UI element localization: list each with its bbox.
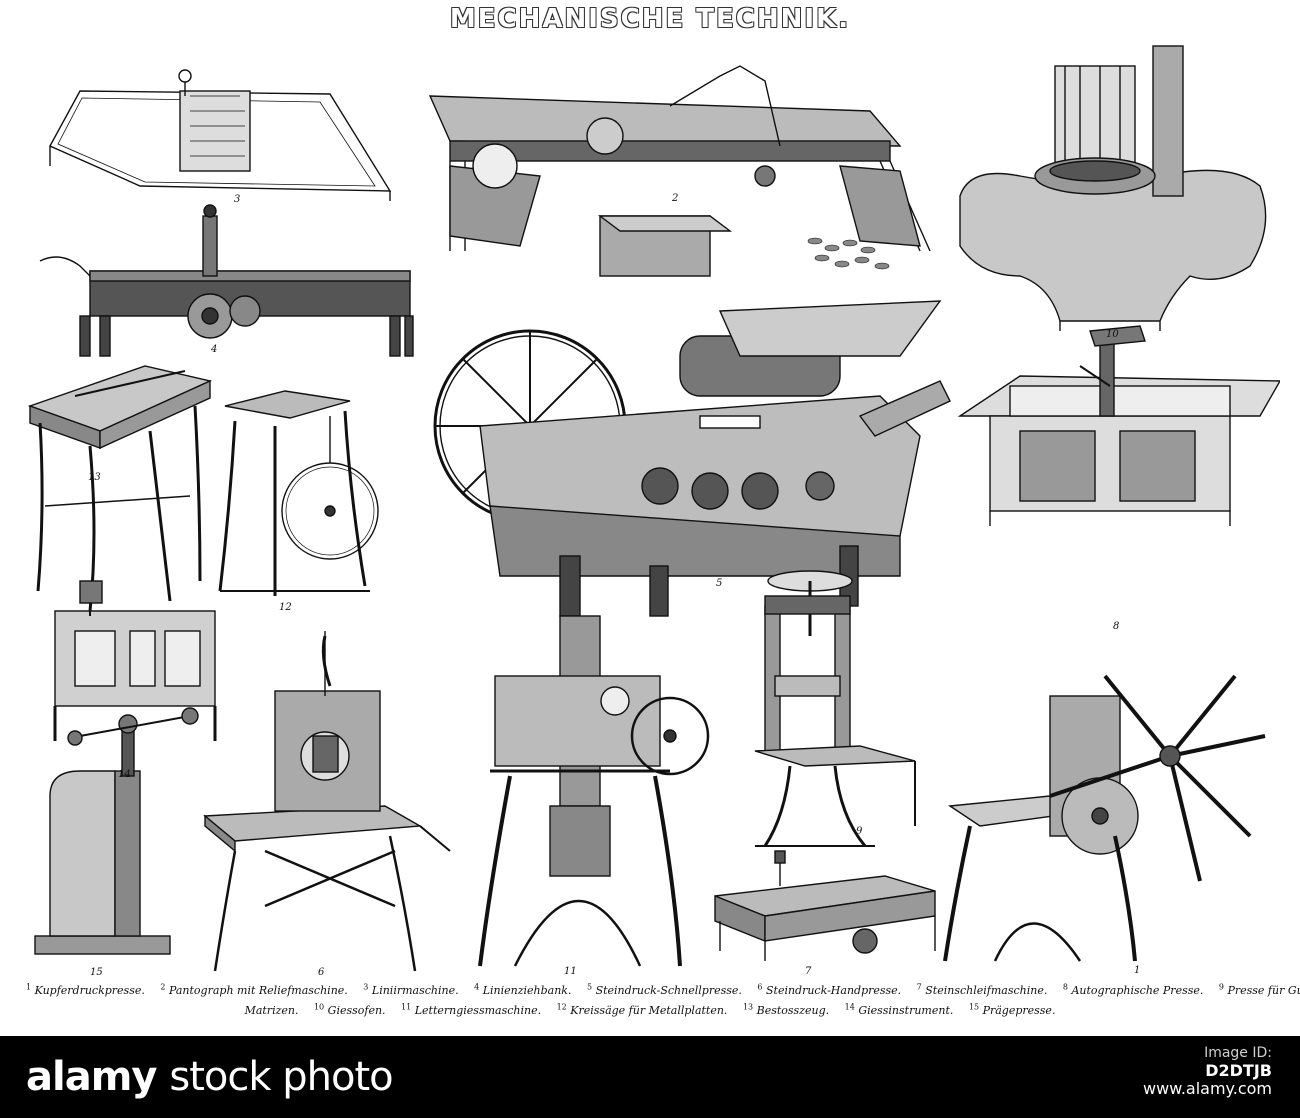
legend-item: 9 Presse für Guttapercha-	[1218, 982, 1300, 997]
legend-text: Pantograph mit Reliefmaschine.	[168, 983, 348, 997]
legend-line-1: 1 Kupferdruckpresse. 2 Pantograph mit Re…	[20, 978, 1300, 999]
legend-line-2: Matrizen. 10 Giessofen. 11 Letterngiessm…	[20, 999, 1280, 1020]
figure-number-4: 4	[211, 344, 218, 355]
figure-number-9: 9	[856, 826, 863, 837]
engraving-plate	[27, 45, 1280, 971]
watermark-banner: alamy stock photo Image ID: D2DTJB www.a…	[0, 1036, 1300, 1118]
fig-11-letterngiessmaschine	[478, 615, 710, 967]
legend-item: 8 Autographische Presse.	[1062, 982, 1204, 997]
legend-number: 6	[757, 982, 763, 991]
figure-legend: 1 Kupferdruckpresse. 2 Pantograph mit Re…	[20, 978, 1300, 1020]
legend-item: 13 Bestosszeug.	[742, 1002, 830, 1018]
legend-number: 9	[1218, 982, 1224, 991]
legend-number: 13	[742, 1002, 754, 1012]
legend-text: Bestosszeug.	[756, 1004, 830, 1018]
legend-item: 12 Kreissäge für Metallplatten.	[556, 1002, 728, 1018]
legend-item: 2 Pantograph mit Reliefmaschine.	[160, 982, 348, 997]
legend-text: Kupferdruckpresse.	[34, 983, 145, 997]
fig-12-kreissaege	[218, 390, 379, 596]
legend-number: 1	[26, 982, 32, 991]
figure-number-15: 15	[90, 967, 103, 978]
legend-number: 15	[968, 1002, 980, 1012]
legend-text: Steindruck-Handpresse.	[765, 983, 902, 997]
legend-item: 1 Kupferdruckpresse.	[26, 982, 145, 997]
legend-number: 8	[1062, 982, 1068, 991]
figure-number-10: 10	[1106, 329, 1119, 340]
plate-title: MECHANISCHE TECHNIK.	[449, 4, 851, 34]
figure-number-8: 8	[1113, 621, 1120, 632]
watermark-logo-secondary: stock photo	[169, 1054, 393, 1100]
fig-4-linienziehbank	[39, 204, 414, 357]
watermark-logo-primary: alamy	[26, 1054, 157, 1100]
fig-2-pantograph	[428, 65, 931, 277]
figure-number-1: 1	[1134, 965, 1141, 976]
legend-number: 7	[916, 982, 922, 991]
watermark-site: www.alamy.com	[1143, 1079, 1272, 1098]
legend-item: 3 Liniirmaschine.	[363, 982, 459, 997]
legend-text: Linienziehbank.	[482, 983, 572, 997]
fig-7-steinschleifmaschine	[714, 850, 936, 961]
legend-item: 5 Steindruck-Schnellpresse.	[586, 982, 742, 997]
legend-item: 7 Steinschleifmaschine.	[916, 982, 1048, 997]
watermark-logo: alamy stock photo	[26, 1054, 394, 1100]
figure-number-3: 3	[234, 194, 241, 205]
legend-item: 4 Linienziehbank.	[474, 982, 572, 997]
legend-number: 3	[363, 982, 369, 991]
image-id-value: D2DTJB	[1205, 1061, 1272, 1080]
figure-number-13: 13	[88, 472, 101, 483]
watermark-id-block: Image ID: D2DTJB www.alamy.com	[1143, 1044, 1272, 1098]
legend-item: 10 Giessofen.	[313, 1002, 386, 1018]
legend-item: 14 Giessinstrument.	[844, 1002, 954, 1018]
fig-13-bestosszeug	[27, 365, 213, 612]
legend-text: Kreissäge für Metallplatten.	[570, 1004, 728, 1018]
legend-item: 11 Letterngiessmaschine.	[401, 1002, 542, 1018]
legend-number: 10	[313, 1002, 325, 1012]
figure-number-7: 7	[805, 966, 812, 977]
fig-10-giessofen	[959, 45, 1267, 331]
legend-text: Presse für Guttapercha-	[1227, 983, 1300, 997]
figure-number-11: 11	[564, 966, 577, 977]
fig-1-kupferdruckpresse	[943, 674, 1266, 962]
legend-text: Liniirmaschine.	[371, 983, 459, 997]
fig-5-steindruck-schnellpresse	[433, 300, 951, 617]
figure-number-14: 14	[118, 769, 131, 780]
legend-text: Letterngiessmaschine.	[414, 1004, 542, 1018]
legend-number: 11	[401, 1002, 412, 1012]
figure-number-12: 12	[279, 602, 292, 613]
legend-text: Steindruck-Schnellpresse.	[595, 983, 742, 997]
image-id-label: Image ID:	[1204, 1045, 1272, 1061]
legend-number: 12	[556, 1002, 567, 1012]
figure-number-2: 2	[672, 193, 679, 204]
legend-number: 2	[160, 982, 166, 991]
fig-8-autographische-presse	[957, 325, 1280, 526]
legend-item: 15 Prägepresse.	[968, 1002, 1056, 1018]
figure-number-5: 5	[716, 578, 723, 589]
legend-text: Autographische Presse.	[1071, 983, 1204, 997]
fig-14-giessinstrument	[53, 580, 217, 741]
legend-text: Prägepresse.	[982, 1004, 1056, 1018]
legend-number: 14	[844, 1002, 855, 1012]
fig-6-steindruck-handpresse	[203, 631, 451, 971]
fig-3-liniirmaschine	[49, 69, 392, 201]
legend-text: Giessofen.	[327, 1004, 386, 1018]
legend-number: 4	[474, 982, 480, 991]
legend-item: 6 Steindruck-Handpresse.	[757, 982, 902, 997]
legend-number: 5	[586, 982, 593, 991]
fig-15-praegepresse	[34, 707, 199, 955]
legend-text: Giessinstrument.	[858, 1004, 954, 1018]
figure-number-6: 6	[318, 967, 325, 978]
legend-text: Steinschleifmaschine.	[925, 983, 1048, 997]
legend-text-continuation: Matrizen.	[244, 1004, 299, 1018]
fig-9-presse-guttapercha	[754, 570, 916, 847]
